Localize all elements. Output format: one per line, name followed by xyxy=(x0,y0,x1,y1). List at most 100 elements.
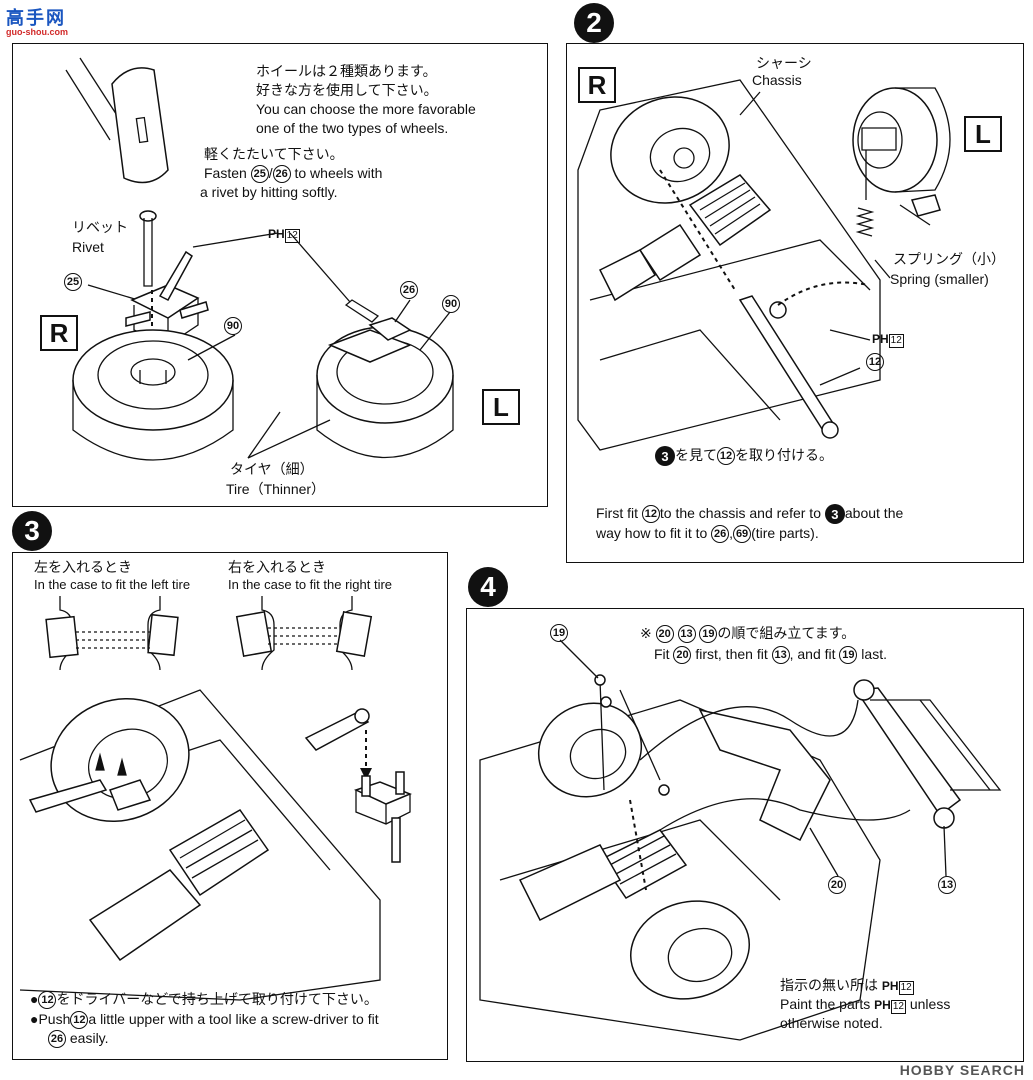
rear-tire-left xyxy=(610,96,730,204)
chassis-outline xyxy=(577,79,881,451)
rivet-label-jp: リベット xyxy=(72,219,128,235)
motor xyxy=(598,174,772,302)
part-12-link xyxy=(738,295,839,439)
ref-text-b: を取り付ける。 xyxy=(735,447,833,463)
step2-way-line: way how to fit it to 26,69(tire parts). xyxy=(596,524,819,544)
ph-number: 12 xyxy=(284,229,300,243)
right-case-detail xyxy=(235,596,373,671)
part-13-badge: 13 xyxy=(677,625,696,644)
step4-paint-en-c: otherwise noted. xyxy=(780,1015,883,1031)
step4-front-wheel xyxy=(629,900,751,1000)
part-20-label: 20 xyxy=(828,876,846,894)
ph-code: PH xyxy=(874,998,891,1012)
part-26-badge: 26 xyxy=(711,525,730,544)
step1-fasten-jp: 軽くたたいて下さい。 xyxy=(204,146,344,162)
part-12-badge: 12 xyxy=(641,505,660,524)
part-26-label: 26 xyxy=(400,281,418,299)
way-text-a: way how to fit it to xyxy=(596,525,708,541)
tire-label-en: Tire（Thinner） xyxy=(226,481,326,497)
fasten-label: Fasten xyxy=(204,165,247,181)
ph-code: PH xyxy=(268,227,285,241)
ph-code: PH xyxy=(881,979,899,993)
step3-note3: 26 easily. xyxy=(48,1029,109,1049)
part-12-badge: 12 xyxy=(70,1011,89,1030)
step1-box-r: R xyxy=(40,315,78,351)
ref-text-a: を見て xyxy=(675,447,717,463)
left-case-detail xyxy=(45,596,179,671)
last-text: last. xyxy=(861,646,887,662)
part-19-badge: 19 xyxy=(699,625,718,644)
site-logo: 高手网 guo-shou.com xyxy=(6,4,68,37)
part-20-body xyxy=(698,708,831,842)
step1-box-l: L xyxy=(482,389,520,425)
part-12-detail xyxy=(304,708,412,863)
slash: / xyxy=(268,165,273,181)
left-case-en: In the case to fit the left tire xyxy=(34,577,191,592)
part-69-badge: 69 xyxy=(733,525,752,544)
part-90-label-left: 90 xyxy=(224,317,242,335)
spring-label-en: Spring (smaller) xyxy=(890,271,989,287)
watermark: HOBBY SEARCH xyxy=(899,1062,1025,1078)
note2-text-b: a little upper with a tool like a screw-… xyxy=(88,1011,379,1027)
hammer-icon xyxy=(65,57,169,184)
step4-motor xyxy=(518,829,688,922)
tire-right xyxy=(316,299,454,458)
spring-label-jp: スプリング（小） xyxy=(893,251,1005,267)
step4-order-en: Fit 20 first, then fit 13, and fit 19 la… xyxy=(654,645,887,665)
step2-box-l: L xyxy=(964,116,1002,152)
step1-text-jp1: ホイールは２種類あります。 xyxy=(256,63,437,79)
chassis-label-jp: シャーシ xyxy=(756,55,812,71)
paint-en-text-b: unless xyxy=(909,996,951,1012)
and-fit-text: , and fit xyxy=(789,646,836,662)
ph-number: 12 xyxy=(890,1000,906,1014)
first-text-a: First fit xyxy=(596,505,638,521)
logo-text: 高手网 xyxy=(6,8,66,28)
tire-left xyxy=(72,329,234,461)
step3-motor xyxy=(88,809,270,962)
part-25-badge: 25 xyxy=(250,165,269,184)
left-case-jp: 左を入れるとき xyxy=(34,559,132,575)
step1-text-jp2: 好きな方を使用して下さい。 xyxy=(256,82,438,98)
note-mark: ※ xyxy=(640,625,652,641)
step3-number: 3 xyxy=(12,511,52,551)
paint-jp-text: 指示の無い所は xyxy=(780,977,878,993)
first-text-c: about the xyxy=(844,505,904,521)
part-13-arm xyxy=(853,679,1002,829)
step4-panel xyxy=(466,608,1024,1062)
part-20-badge: 20 xyxy=(673,646,692,665)
part-19-badge: 19 xyxy=(839,646,858,665)
way-text-b: (tire parts). xyxy=(751,525,819,541)
chassis-label-en: Chassis xyxy=(752,72,802,88)
fit-text: Fit xyxy=(654,646,670,662)
note1-text: をドライバーなどで持ち上げて取り付けて下さい。 xyxy=(56,991,378,1007)
bullet: ● xyxy=(30,1011,39,1027)
step1-panel xyxy=(12,43,548,507)
step1-text-en1: You can choose the more favorable xyxy=(256,101,476,117)
part-13-badge: 13 xyxy=(771,646,790,665)
step1-text-en2: one of the two types of wheels. xyxy=(256,120,449,136)
step3-ref-badge: 3 xyxy=(824,504,845,525)
logo-url: guo-shou.com xyxy=(6,27,68,37)
part-19-label: 19 xyxy=(550,624,568,642)
step4-number: 4 xyxy=(468,567,508,607)
right-case-en: In the case to fit the right tire xyxy=(228,577,393,592)
part-20-badge: 20 xyxy=(655,625,674,644)
step3-ref-badge: 3 xyxy=(655,446,675,467)
step2-number: 2 xyxy=(574,3,614,43)
rivet-label-en: Rivet xyxy=(72,239,104,255)
part-12-label: 12 xyxy=(866,353,884,371)
note2-text-c: easily. xyxy=(69,1030,109,1046)
note2-text-a: Push xyxy=(38,1011,71,1027)
step2-box-r: R xyxy=(578,67,616,103)
